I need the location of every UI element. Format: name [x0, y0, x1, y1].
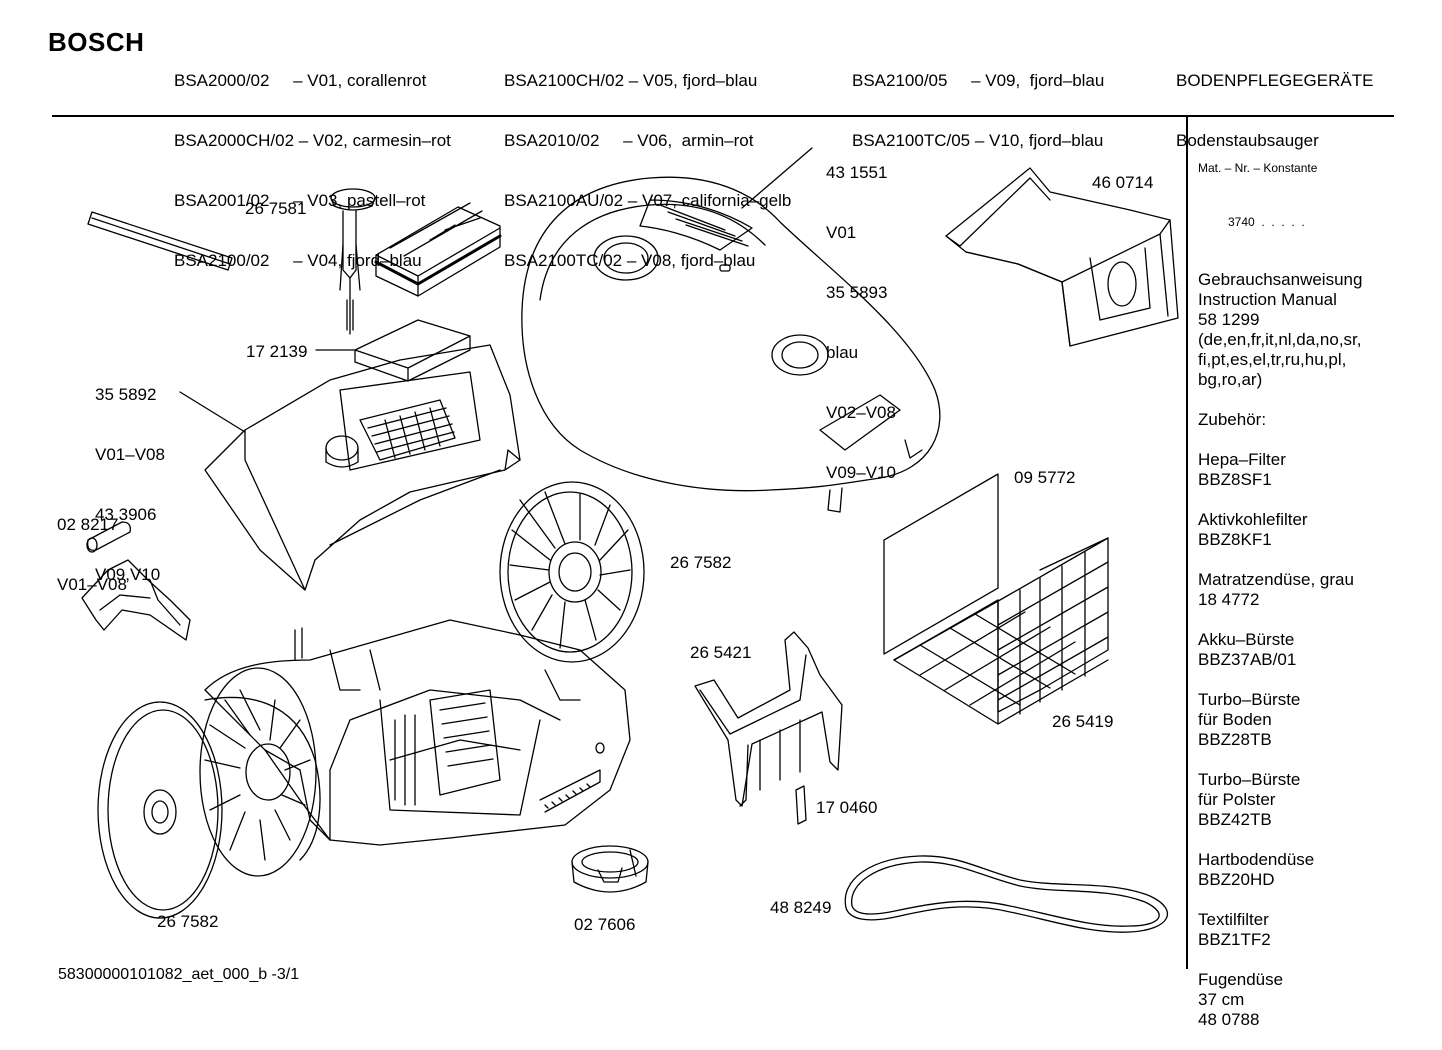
label-line: blau [826, 343, 859, 362]
sidebar-line: BBZ37AB/01 [1198, 650, 1297, 669]
label-dust-bag: 46 0714 [1092, 173, 1154, 192]
sidebar: Mat. – Nr. – Konstante 3740 . . . . . Ge… [1198, 121, 1362, 1050]
clip-part [796, 786, 806, 824]
sidebar-line: Zubehör: [1198, 410, 1267, 429]
sidebar-line: Textilfilter [1198, 910, 1269, 929]
label-line: V09,V10 [95, 565, 161, 584]
wheel-left [98, 668, 320, 918]
label-grid-frame: 26 5419 [1052, 712, 1114, 731]
sidebar-line: fi,pt,es,el,tr,ru,hu,pl, [1198, 350, 1347, 369]
sidebar-line: (de,en,fr,it,nl,da,no,sr, [1198, 330, 1362, 349]
mat-nr-value: 3740 . . . . . [1228, 215, 1305, 229]
model-line: BSA2100/02 – V04, fjord–blau [174, 251, 422, 270]
label-knob: 26 7581 [245, 199, 307, 218]
rubber-strip [88, 212, 232, 270]
sidebar-line: Hepa–Filter [1198, 450, 1286, 469]
leader-cover [180, 392, 245, 432]
mat-nr-label: Mat. – Nr. – Konstante [1198, 161, 1318, 175]
caster-part [572, 846, 648, 892]
label-line: 35 5892 [95, 385, 157, 404]
sidebar-line: für Polster [1198, 790, 1276, 809]
category-title: BODENPFLEGEGERÄTE Bodenstaubsauger [1176, 31, 1373, 171]
model-line: BSA2000/02 – V01, corallenrot [174, 71, 427, 90]
label-lid: 43 1551 V01 35 5893 blau V02–V08 V09–V10 [826, 123, 896, 503]
label-line: V02–V08 [826, 403, 896, 422]
wheel-right [500, 482, 644, 662]
label-bag-holder: 26 5421 [690, 643, 752, 662]
model-list-column-1: BSA2000/02 – V01, corallenrot BSA2000CH/… [174, 31, 451, 291]
label-line: 35 5893 [826, 283, 888, 302]
sidebar-line: Instruction Manual [1198, 290, 1337, 309]
bracket-part [82, 560, 190, 640]
model-line: BSA2100/05 – V09, fjord–blau [852, 71, 1105, 90]
model-line: BSA2001/02 – V03, pastell–rot [174, 191, 426, 210]
sidebar-line: BBZ8SF1 [1198, 470, 1272, 489]
label-line: V01–V08 [57, 575, 127, 594]
model-line: BSA2010/02 – V06, armin–rot [504, 131, 754, 150]
document-id: 58300000101082_aet_000_b -3/1 [58, 966, 300, 983]
label-caster: 02 7606 [574, 915, 636, 934]
hepa-filter [355, 320, 470, 381]
sidebar-line: BBZ42TB [1198, 810, 1272, 829]
category: BODENPFLEGEGERÄTE [1176, 71, 1374, 90]
model-list-column-2: BSA2100CH/02 – V05, fjord–blau BSA2010/0… [504, 31, 791, 291]
model-line: BSA2100TC/05 – V10, fjord–blau [852, 131, 1104, 150]
label-line: 43 1551 [826, 163, 888, 182]
sidebar-line: Turbo–Bürste [1198, 690, 1301, 709]
brand-logo: BOSCH [48, 27, 145, 57]
sidebar-line: BBZ28TB [1198, 730, 1272, 749]
model-line: BSA2100AU/02 – V07, california–gelb [504, 191, 792, 210]
sidebar-line: Hartbodendüse [1198, 850, 1315, 869]
subcategory: Bodenstaubsauger [1176, 131, 1319, 150]
leader-lid [742, 148, 812, 208]
filter-cassette [376, 203, 500, 296]
sidebar-line: 18 4772 [1198, 590, 1260, 609]
label-line: V01–V08 [95, 445, 165, 464]
filter-sheet [884, 474, 998, 654]
label-line: V09–V10 [826, 463, 896, 482]
model-line: BSA2100CH/02 – V05, fjord–blau [504, 71, 758, 90]
label-line: 43 3906 [95, 505, 157, 524]
grid-frame [894, 538, 1108, 724]
header-divider [52, 115, 1394, 117]
label-clip: 17 0460 [816, 798, 878, 817]
label-line: V01 [826, 223, 857, 242]
model-line: BSA2000CH/02 – V02, carmesin–rot [174, 131, 451, 150]
label-belt: 48 8249 [770, 898, 832, 917]
sidebar-line: Fugendüse [1198, 970, 1284, 989]
knob-part [331, 189, 375, 334]
cover-part [205, 345, 520, 590]
small-cylinder [87, 522, 130, 552]
label-wheel-right: 26 7582 [670, 553, 732, 572]
model-line: BSA2100TC/02 – V08, fjord–blau [504, 251, 756, 270]
label-small-part: 02 8217 V01–V08 [57, 475, 127, 615]
sidebar-line: 37 cm [1198, 990, 1245, 1009]
drive-belt [845, 856, 1167, 932]
label-wheel-left: 26 7582 [157, 912, 219, 931]
label-hepa-filter: 17 2139 [246, 342, 308, 361]
sidebar-line: Aktivkohlefilter [1198, 510, 1308, 529]
model-list-column-3: BSA2100/05 – V09, fjord–blau BSA2100TC/0… [852, 31, 1104, 171]
lid-part [522, 177, 940, 512]
sidebar-line: 58 1299 [1198, 310, 1260, 329]
sidebar-divider [1186, 117, 1188, 969]
bag-holder [695, 632, 842, 806]
sidebar-line: BBZ1TF2 [1198, 930, 1271, 949]
sidebar-line: Gebrauchsanweisung [1198, 270, 1363, 289]
sidebar-line: BBZ20HD [1198, 870, 1275, 889]
sidebar-line: Turbo–Bürste [1198, 770, 1301, 789]
sidebar-line: BBZ8KF1 [1198, 530, 1272, 549]
base-body [205, 620, 630, 845]
sidebar-line: Akku–Bürste [1198, 630, 1295, 649]
exploded-view-drawing [0, 0, 1442, 1019]
sidebar-line: für Boden [1198, 710, 1272, 729]
label-line: 02 8217 [57, 515, 119, 534]
sidebar-line: Matratzendüse, grau [1198, 570, 1354, 589]
dust-bag [946, 168, 1178, 346]
label-filter-sheet: 09 5772 [1014, 468, 1076, 487]
sidebar-line: bg,ro,ar) [1198, 370, 1263, 389]
label-cover: 35 5892 V01–V08 43 3906 V09,V10 [95, 345, 165, 605]
